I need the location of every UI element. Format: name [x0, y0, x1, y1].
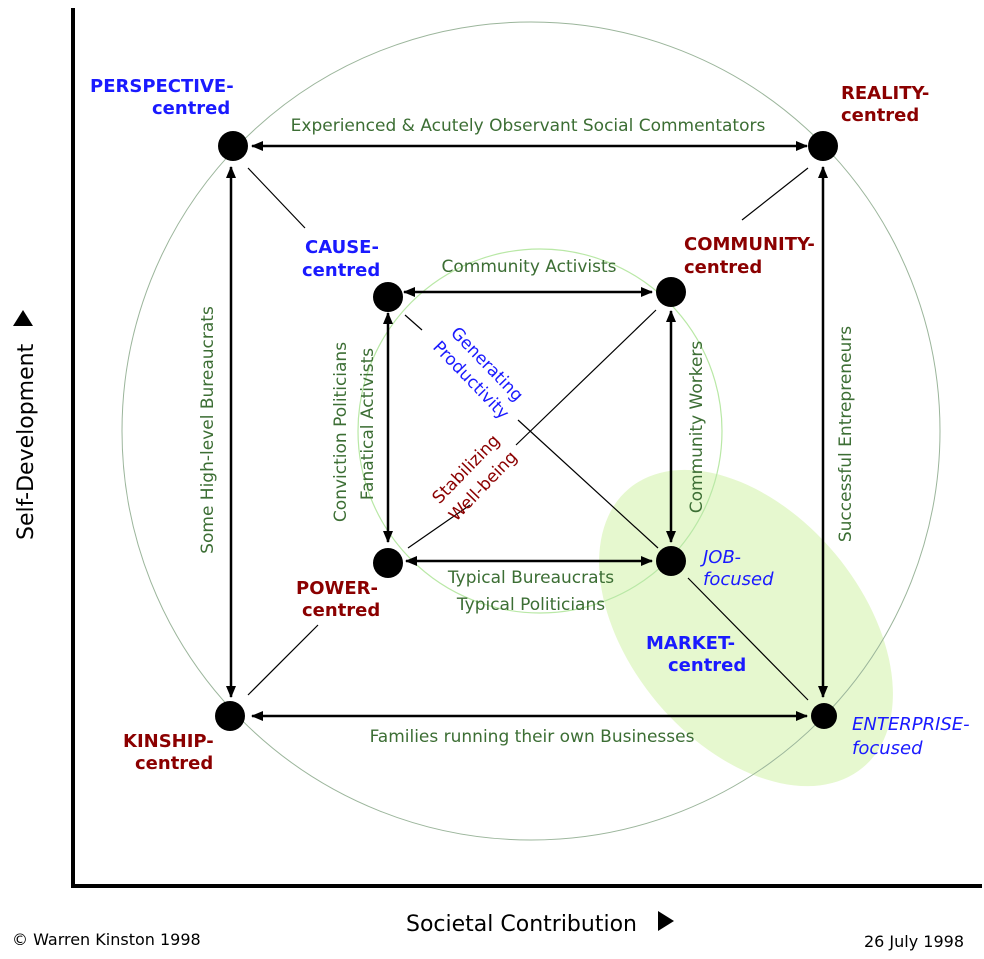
- edge-label-inner-bottom-2: Typical Politicians: [456, 595, 605, 615]
- label-cause-2: centred: [302, 260, 380, 281]
- label-kinship-2: centred: [135, 753, 213, 774]
- diagonal-power-community-2: [515, 309, 657, 446]
- y-axis-label: Self-Development: [14, 343, 39, 540]
- outer-circle: [121, 21, 941, 841]
- label-enterprise-1: ENTERPRISE-: [852, 714, 970, 735]
- inner-circle: [357, 248, 723, 614]
- label-reality-1: REALITY-: [841, 83, 929, 104]
- node-perspective: [218, 131, 248, 161]
- label-cause-1: CAUSE-: [305, 237, 379, 258]
- label-job-1: JOB-: [700, 547, 741, 568]
- label-community-2: centred: [684, 257, 762, 278]
- node-reality: [808, 131, 838, 161]
- diagonal-power-community-1: [407, 504, 471, 549]
- connector-reality-community: [741, 167, 809, 221]
- connector-perspective-cause: [247, 167, 306, 229]
- diagonal-cause-job-1: [404, 314, 423, 331]
- node-job: [656, 546, 686, 576]
- node-community: [656, 277, 686, 307]
- label-power-1: POWER-: [296, 578, 378, 599]
- copyright-text: © Warren Kinston 1998: [12, 930, 201, 949]
- label-perspective-2: centred: [152, 98, 230, 119]
- market-highlight-ellipse: [599, 469, 893, 787]
- edge-label-inner-left-1: Conviction Politicians: [331, 342, 351, 522]
- edge-label-inner-right: Community Workers: [687, 341, 707, 514]
- x-axis-label: Societal Contribution: [406, 912, 637, 937]
- label-reality-2: centred: [841, 105, 919, 126]
- label-job-2: focused: [703, 569, 774, 590]
- node-enterprise: [811, 703, 837, 729]
- label-community-1: COMMUNITY-: [684, 234, 815, 255]
- date-text: 26 July 1998: [864, 932, 964, 951]
- y-axis-arrow-icon: [13, 310, 33, 326]
- diagonal-cause-job-2: [517, 419, 659, 549]
- connector-power-kinship: [247, 624, 319, 696]
- label-kinship-1: KINSHIP-: [123, 731, 214, 752]
- edge-label-inner-bottom-1: Typical Bureaucrats: [447, 568, 614, 588]
- edge-label-right: Successful Entrepreneurs: [836, 326, 856, 542]
- node-kinship: [215, 701, 245, 731]
- label-power-2: centred: [302, 600, 380, 621]
- label-market-2: centred: [668, 655, 746, 676]
- edge-label-inner-left-2: Fanatical Activists: [358, 348, 378, 500]
- node-power: [373, 548, 403, 578]
- edge-label-bottom: Families running their own Businesses: [370, 727, 695, 747]
- label-enterprise-2: focused: [852, 738, 923, 759]
- edge-label-inner-top: Community Activists: [441, 257, 616, 277]
- edge-label-left: Some High-level Bureaucrats: [198, 306, 218, 554]
- node-cause: [373, 282, 403, 312]
- label-perspective-1: PERSPECTIVE-: [90, 76, 234, 97]
- edge-label-top: Experienced & Acutely Observant Social C…: [291, 116, 766, 136]
- x-axis-arrow-icon: [658, 911, 674, 931]
- connector-job-enterprise: [687, 577, 809, 701]
- label-market-1: MARKET-: [646, 633, 735, 654]
